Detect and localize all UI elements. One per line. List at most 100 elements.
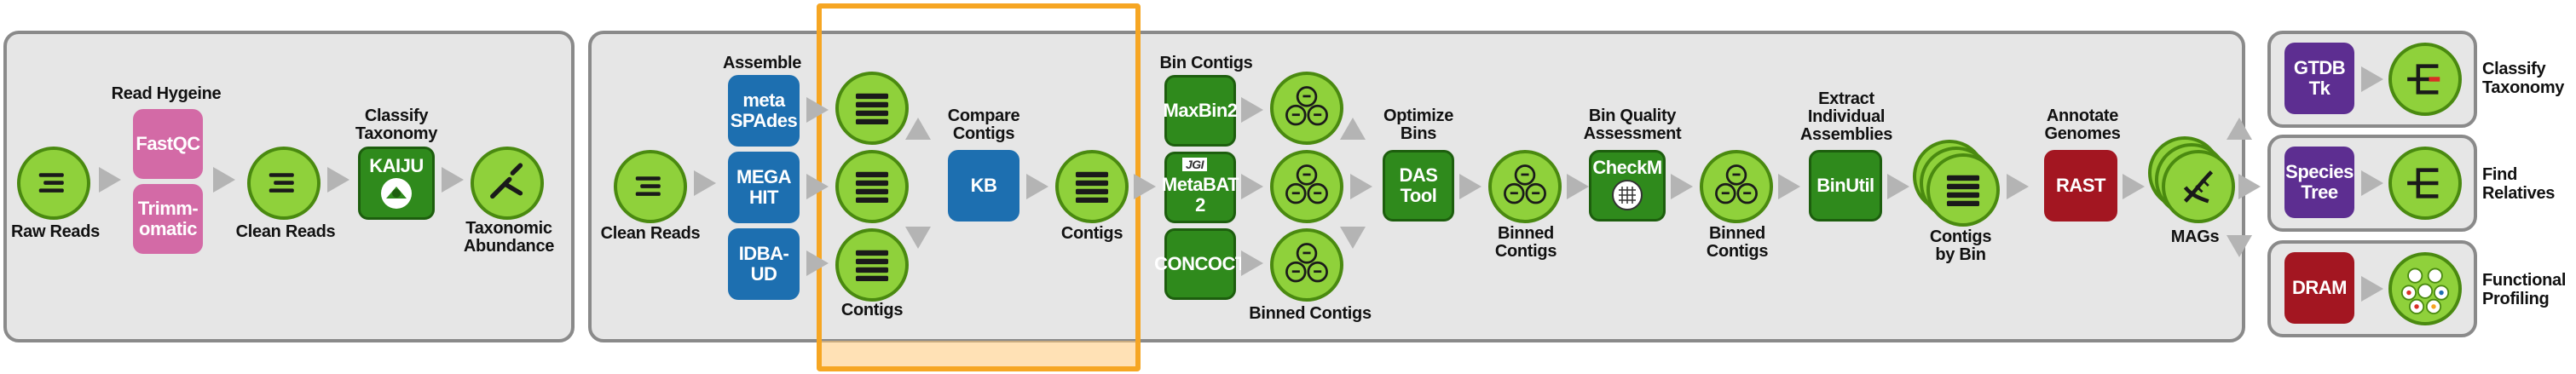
maxbin2-tool[interactable]: MaxBin2 [1163,75,1238,147]
fastqc-tool[interactable]: FastQC [133,109,203,179]
compare-contigs-heading: Compare Contigs [947,106,1020,143]
relatives-tree-node [2388,147,2462,220]
arrow-hygiene-to-clean [213,167,235,193]
kb-tool[interactable]: KB [948,150,1019,222]
rast-tool[interactable]: RAST [2044,150,2117,222]
species-tree-tool[interactable]: Species Tree [2284,147,2354,218]
arrow-maxbin2 [1241,97,1263,123]
tree-icon [2407,168,2439,199]
binned-contigs-label-1: Binned Contigs [1494,224,1557,261]
checkm-logo-icon [1612,180,1643,210]
taxonomy-tree-node [2388,43,2462,116]
clean-reads-node-2 [614,150,687,223]
arrow-contigs-to-bin [1134,174,1156,199]
tree-icon [2407,64,2440,95]
contigs-node-a [835,72,909,145]
functional-profile-node [2388,252,2462,325]
arrow-raw-to-hygiene [99,167,121,193]
arrow-up-mags [2227,118,2252,140]
arrow-mags-to-right [2238,174,2261,199]
functional-profiling-side-label: Functional Profiling [2482,271,2567,308]
arrow-megahit [806,174,829,199]
classify-taxonomy-heading: Classify Taxonomy [355,106,438,143]
metabat2-tool[interactable]: JGI MetaBAT 2 [1161,152,1239,223]
extract-heading: Extract Individual Assemblies [1799,89,1893,144]
checkm-tool[interactable]: CheckM [1589,150,1666,222]
arrow-idba [806,250,829,276]
binned-contigs-node-1 [1488,150,1562,223]
concoct-tool[interactable]: CONCOCT [1154,228,1246,300]
classify-taxonomy-side-label: Classify Taxonomy [2482,60,2565,97]
clean-reads-label-2: Clean Reads [600,224,701,243]
binned-contigs-node-2 [1700,150,1773,223]
binned-contigs-node-b [1270,150,1343,223]
binned-contigs-group-label: Binned Contigs [1249,304,1372,323]
contigs-group-label: Contigs [840,301,904,319]
contigs-label: Contigs [1060,224,1123,243]
metaspades-tool[interactable]: meta SPAdes [728,75,800,147]
checkm-label: CheckM [1592,157,1662,178]
contigs-node [1055,150,1129,223]
arrow-concoct [1241,250,1263,276]
arrow-das-to-binned [1459,174,1481,199]
megahit-label: MEGA HIT [736,166,792,208]
contigs-node-c [835,228,909,302]
annotate-heading: Annotate Genomes [2044,106,2121,143]
find-relatives-side-label: Find Relatives [2482,165,2556,203]
arrow-metaspades [806,97,829,123]
dram-tool[interactable]: DRAM [2284,252,2354,324]
arrow-clean-to-classify [327,167,349,193]
arrow-metabat2 [1241,174,1263,199]
read-hygiene-heading: Read Hygeine [111,84,222,103]
binned-contigs-node-c [1270,228,1343,302]
arrow-binned-to-checkm [1567,174,1589,199]
arrow-binned-to-das [1350,174,1372,199]
binutil-label: BinUtil [1816,175,1874,196]
highlight-shading [817,341,1141,370]
arrow-clean-to-assemble [694,170,716,196]
raw-reads-label: Raw Reads [10,222,100,241]
binned-contigs-node-a [1270,72,1343,145]
arrow-kaiju-to-abundance [442,167,464,193]
species-tree-label: Species Tree [2285,161,2354,203]
kaiju-label: KAIJU [369,155,424,176]
kaiju-tool[interactable]: KAIJU [358,147,435,220]
das-tool-label: DAS Tool [1399,164,1438,206]
arrow-species-tree [2361,170,2383,196]
megahit-tool[interactable]: MEGA HIT [728,152,800,223]
gtdb-tk-tool[interactable]: GTDB Tk [2284,43,2354,114]
bin-contigs-heading: Bin Contigs [1159,54,1253,72]
arrow-contigs-to-rast [2007,174,2029,199]
binned-contigs-label-2: Binned Contigs [1706,224,1769,261]
kb-label: KB [970,175,997,196]
rast-label: RAST [2056,175,2105,196]
taxonomic-abundance-node [471,147,544,220]
das-tool[interactable]: DAS Tool [1383,150,1454,222]
arrow-dram [2361,276,2383,302]
arrow-kb-to-contigs [1026,174,1048,199]
arrow-up-binned [1340,118,1366,140]
metabat2-label: MetaBAT 2 [1161,174,1239,216]
gtdb-tk-label: GTDB Tk [2293,57,2346,99]
contigs-by-bin-node [1926,153,2000,227]
metaspades-label: meta SPAdes [730,89,798,131]
dna-icon [2183,170,2214,204]
dram-label: DRAM [2292,277,2348,298]
idba-ud-label: IDBA-UD [738,243,789,285]
binutil-tool[interactable]: BinUtil [1809,150,1882,222]
arrow-down-binned [1340,227,1366,249]
arrow-up-contigs [905,118,931,140]
arrow-checkm-to-binned [1671,174,1693,199]
assemble-heading: Assemble [722,54,802,72]
maxbin2-label: MaxBin2 [1163,100,1238,121]
arrow-binutil-to-contigs [1887,174,1909,199]
arrow-down-mags [2227,235,2252,257]
contigs-node-b [835,150,909,223]
clean-reads-label-1: Clean Reads [235,222,336,241]
clean-reads-node-1 [247,147,321,220]
concoct-label: CONCOCT [1154,253,1246,274]
idba-ud-tool[interactable]: IDBA-UD [728,228,800,300]
cells-icon [2400,268,2450,314]
fastqc-label: FastQC [136,133,200,154]
trimmomatic-tool[interactable]: Trimm- omatic [133,184,203,254]
